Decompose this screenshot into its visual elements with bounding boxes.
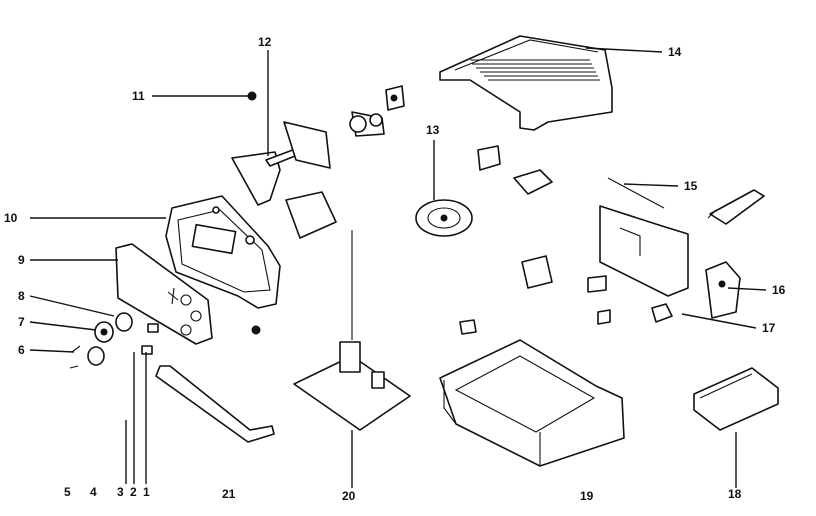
part-handle-rod: [155, 365, 275, 443]
callout-17: 17: [762, 321, 776, 335]
part-knobs: [69, 312, 133, 369]
callout-14: 14: [668, 45, 682, 59]
callout-18: 18: [728, 487, 742, 501]
callout-8: 8: [18, 289, 25, 303]
part-top-cover: [439, 35, 613, 131]
part-side-bracket: [651, 261, 741, 323]
part-chassis: [439, 339, 625, 467]
part-front-panel: [165, 195, 281, 309]
part-small-knobs: [141, 323, 261, 355]
callout-21: 21: [222, 487, 236, 501]
callout-13: 13: [426, 123, 440, 137]
vent-grille: [470, 59, 600, 81]
part-speaker: [415, 145, 553, 237]
part-power-cord: [707, 189, 765, 225]
part-rod: [607, 177, 665, 209]
callout-5: 5: [64, 485, 71, 499]
callout-7: 7: [18, 315, 25, 329]
part-front-bezel: [115, 243, 213, 345]
callout-12: 12: [258, 35, 272, 49]
callout-11: 11: [132, 89, 145, 103]
part-circuit-board: [285, 191, 411, 431]
callout-2: 2: [130, 485, 137, 499]
callout-19: 19: [580, 489, 594, 503]
callout-3: 3: [117, 485, 124, 499]
callout-10: 10: [4, 211, 18, 225]
callout-4: 4: [90, 485, 97, 499]
callout-6: 6: [18, 343, 25, 357]
part-brackets: [459, 255, 611, 335]
callout-1: 1: [143, 485, 150, 499]
leader-lines: [29, 47, 767, 488]
callout-15: 15: [684, 179, 698, 193]
part-back-cover: [693, 367, 779, 431]
part-control-assembly: [231, 85, 405, 206]
callout-20: 20: [342, 489, 356, 503]
callout-9: 9: [18, 253, 25, 267]
callout-labels: 1 2 3 4 5 6 7 8 9 10 11 12 13 14 15 16 1…: [4, 35, 786, 503]
callout-16: 16: [772, 283, 786, 297]
part-rear-frame: [599, 205, 689, 297]
